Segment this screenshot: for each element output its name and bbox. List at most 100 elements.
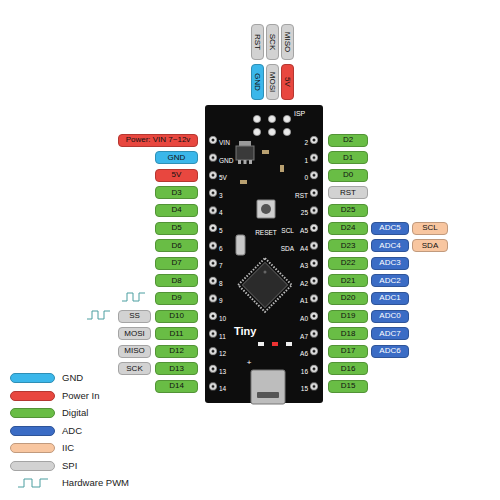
pin-label: GND: [155, 151, 198, 164]
silkscreen-label: SCL: [281, 228, 294, 235]
silkscreen-label: A6: [300, 351, 308, 358]
pin-name: ADC4: [379, 242, 400, 250]
silkscreen-label-holder: RESET: [255, 221, 277, 239]
pin-label: D4: [155, 204, 198, 217]
pin-label: SCL: [412, 222, 448, 235]
legend-entry: Hardware PWM: [10, 477, 129, 489]
pin-name: D14: [169, 382, 184, 390]
legend-entry: Power In: [10, 390, 100, 402]
pin-name: D20: [341, 294, 356, 302]
legend-swatch: [10, 408, 55, 418]
silkscreen-label: 3: [219, 193, 223, 200]
pin-label: RST: [328, 186, 368, 199]
pin-name: GND: [168, 154, 186, 162]
silkscreen-label: 9: [219, 298, 223, 305]
silkscreen-label-holder: 7: [219, 254, 223, 272]
smd-parts: [240, 150, 284, 184]
legend-entry: ADC: [10, 425, 82, 437]
silkscreen-label-holder: SDA: [281, 237, 294, 255]
pin-label: MISO: [118, 345, 151, 358]
silkscreen-label-holder: 14: [219, 377, 226, 395]
pin-name: MISO: [283, 32, 291, 52]
pin-name: D23: [341, 242, 356, 250]
isp-pin-label: MISO: [281, 24, 294, 60]
legend-entry: GND: [10, 372, 83, 384]
pin-name: D9: [171, 294, 181, 302]
silkscreen-label-holder: SCL: [281, 219, 294, 237]
silkscreen-label-holder: 8: [219, 272, 223, 290]
pin-name: MOSI: [268, 72, 276, 92]
pwm-symbol: [10, 477, 55, 489]
pin-name: ADC2: [379, 277, 400, 285]
pin-name: D19: [341, 312, 356, 320]
silkscreen-label: +: [247, 359, 252, 367]
silkscreen-label: SDA: [281, 246, 294, 253]
silkscreen-label-holder: 1: [304, 149, 308, 167]
pin-name: D25: [341, 206, 356, 214]
silkscreen-label-holder: 16: [301, 360, 308, 378]
silkscreen-label-holder: 3: [219, 184, 223, 202]
pin-name: ADC6: [379, 347, 400, 355]
pin-label: Power: VIN 7~12v: [118, 134, 198, 147]
pin-name: D6: [171, 242, 181, 250]
pin-label: D12: [155, 345, 198, 358]
pin-name: MISO: [124, 347, 144, 355]
pin-label: D13: [155, 362, 198, 375]
pin-label: MOSI: [118, 327, 151, 340]
pin-label: D19: [328, 310, 368, 323]
pin-label: ADC0: [371, 310, 409, 323]
pin-label: D6: [155, 239, 198, 252]
silkscreen-label: A1: [300, 298, 308, 305]
microcontroller-chip: [238, 258, 292, 312]
pin-label: D5: [155, 222, 198, 235]
legend-text: Digital: [62, 408, 88, 418]
silkscreen-label: 11: [219, 334, 226, 341]
pwm-symbol: [122, 293, 145, 301]
pin-name: SCK: [268, 34, 276, 50]
pin-label: D11: [155, 327, 198, 340]
silkscreen-label-holder: 9: [219, 289, 223, 307]
pin-name: D5: [171, 224, 181, 232]
legend-entry: IIC: [10, 442, 74, 454]
isp-pin-label: RST: [251, 24, 264, 60]
pin-label: ADC5: [371, 222, 409, 235]
isp-pin-label: MOSI: [266, 64, 279, 100]
silkscreen-label: ISP: [294, 110, 305, 117]
pin-label: D9: [155, 292, 198, 305]
pin-name: Power: VIN 7~12v: [126, 136, 191, 144]
pin-label: D7: [155, 257, 198, 270]
silkscreen-label: A7: [300, 334, 308, 341]
pin-label: D14: [155, 380, 198, 393]
silkscreen-label: 15: [301, 386, 308, 393]
pin-name: SCK: [126, 365, 142, 373]
pin-name: D1: [343, 154, 353, 162]
legend-text: IIC: [62, 443, 74, 453]
silkscreen-label: Tiny: [234, 326, 256, 337]
pwm-symbol: [87, 311, 110, 319]
silkscreen-label: 4: [219, 210, 223, 217]
pin-label: D10: [155, 310, 198, 323]
pin-name: 5V: [172, 171, 182, 179]
pin-label: 5V: [155, 169, 198, 182]
pin-name: RST: [340, 189, 356, 197]
silkscreen-label: A2: [300, 281, 308, 288]
legend-text: GND: [62, 373, 83, 383]
pin-label: D21: [328, 274, 368, 287]
legend-swatch: [10, 443, 55, 453]
silkscreen-label: RESET: [255, 230, 277, 237]
silkscreen-label-holder: A5: [300, 219, 308, 237]
silkscreen-label-holder: 15: [301, 377, 308, 395]
pin-name: ADC5: [379, 224, 400, 232]
legend-entry: SPI: [10, 460, 77, 472]
isp-header: [253, 115, 290, 135]
pin-label: ADC1: [371, 292, 409, 305]
pin-name: ADC1: [379, 294, 400, 302]
silkscreen-label: 16: [301, 369, 308, 376]
legend-text: SPI: [62, 461, 77, 471]
pin-name: D15: [341, 382, 356, 390]
silkscreen-label: A4: [300, 246, 308, 253]
silkscreen-label: 8: [219, 281, 223, 288]
silkscreen-label-holder: A6: [300, 342, 308, 360]
pin-label: D17: [328, 345, 368, 358]
pin-label: SCK: [118, 362, 151, 375]
